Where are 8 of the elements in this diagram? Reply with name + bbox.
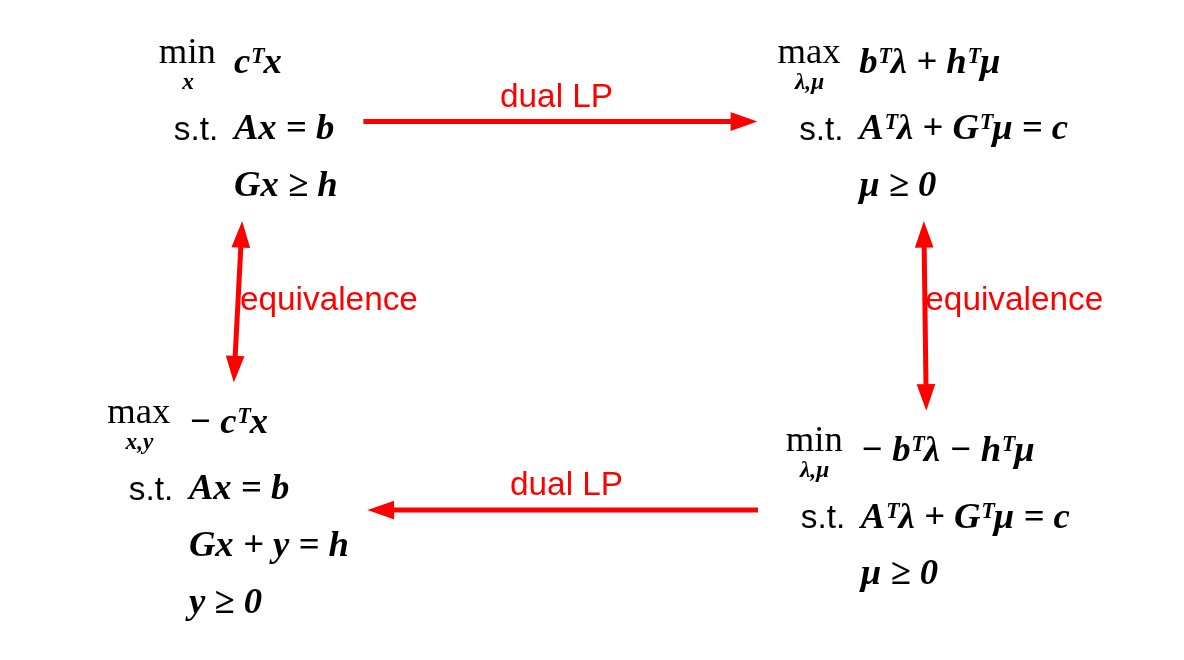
arrow [225,220,251,383]
arrow [914,220,936,411]
arrow [363,112,758,131]
edge-label: dual LP [510,465,624,503]
edge-label: dual LP [500,76,614,114]
arrow [367,500,758,520]
edge-label: equivalence [925,279,1104,317]
edge-label: equivalence [240,279,418,317]
